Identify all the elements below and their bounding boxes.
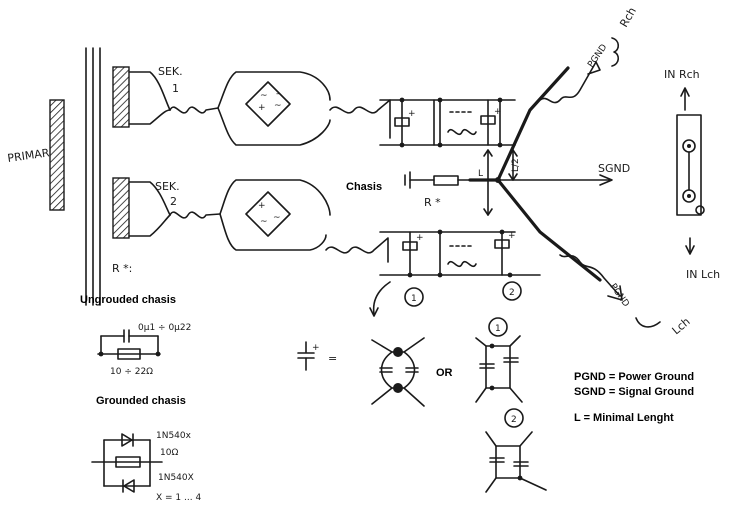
- svg-text:~: ~: [260, 217, 268, 227]
- l-half-label: L/2: [511, 158, 521, 172]
- lower-secondary: + ~ ~: [128, 179, 389, 263]
- input-connectors: [676, 87, 705, 255]
- sek1-num: 1: [172, 82, 179, 95]
- svg-text:+: +: [258, 201, 266, 211]
- rch-brace: [611, 37, 620, 67]
- l-mark-label: L: [478, 169, 483, 179]
- chasis-label: Chasis: [346, 181, 382, 193]
- cap-symbol: +: [297, 341, 320, 371]
- in-rch-label: IN Rch: [664, 68, 700, 81]
- grounded-circuit: [91, 433, 163, 493]
- equals-sign: =: [328, 352, 337, 365]
- lch-brace: [635, 317, 661, 328]
- upper-filter: + +: [379, 97, 516, 148]
- diode2-label: 1N540X: [158, 473, 194, 483]
- pointer-arrow: [372, 281, 391, 315]
- equiv-drawing-1: [475, 317, 523, 403]
- circle-1-label: 1: [411, 294, 417, 304]
- sek1-label: SEK.: [158, 65, 183, 78]
- svg-text:~: ~: [274, 101, 282, 111]
- sek2-num: 2: [170, 195, 177, 208]
- cap-values-label: 0μ1 ÷ 0μ22: [138, 323, 191, 333]
- equiv-1-num: 1: [495, 324, 501, 334]
- svg-text:+: +: [494, 107, 502, 117]
- xrange-label: X = 1 ... 4: [156, 493, 201, 503]
- lch-label: Lch: [670, 315, 693, 337]
- star-ground: [404, 61, 623, 301]
- equiv-2-num: 2: [511, 415, 517, 425]
- lower-filter: + +: [379, 229, 541, 278]
- svg-text:~: ~: [273, 213, 281, 223]
- equiv-drawing-left: [371, 337, 425, 407]
- primar-label: PRIMAR: [7, 146, 51, 165]
- pgnd-bottom-label: PGND: [608, 282, 631, 309]
- circle-1-marker: [404, 287, 424, 307]
- svg-text:~: ~: [260, 91, 268, 101]
- or-label: OR: [436, 367, 453, 379]
- circle-2-label: 2: [509, 288, 515, 298]
- legend-sgnd: SGND = Signal Ground: [574, 386, 694, 398]
- ungrounded-circuit: [97, 329, 161, 360]
- svg-text:+: +: [408, 109, 416, 119]
- rch-label: Rch: [617, 5, 639, 29]
- legend-pgnd: PGND = Power Ground: [574, 371, 694, 383]
- legend-l: L = Minimal Lenght: [574, 412, 674, 424]
- svg-text:+: +: [312, 343, 320, 353]
- rstar-inline-label: R *: [424, 196, 441, 209]
- grounded-label: Grounded chasis: [96, 395, 186, 407]
- rstar-label: R *:: [112, 262, 132, 275]
- res-values-label: 10 ÷ 22Ω: [110, 367, 153, 377]
- in-lch-label: IN Lch: [686, 268, 720, 281]
- svg-text:+: +: [508, 231, 516, 241]
- res10-label: 10Ω: [160, 448, 178, 458]
- sek2-label: SEK.: [155, 180, 180, 193]
- diode1-label: 1N540x: [156, 431, 192, 441]
- svg-text:+: +: [258, 103, 266, 113]
- circle-2-marker: [502, 281, 522, 301]
- svg-text:+: +: [416, 233, 424, 243]
- upper-secondary: ~ ~ + -: [128, 71, 391, 146]
- transformer: [49, 47, 130, 306]
- equiv-drawing-2: [485, 408, 547, 493]
- svg-text:-: -: [276, 89, 279, 99]
- sgnd-label: SGND: [598, 162, 630, 175]
- ungrounded-label: Ungrouded chasis: [80, 294, 176, 306]
